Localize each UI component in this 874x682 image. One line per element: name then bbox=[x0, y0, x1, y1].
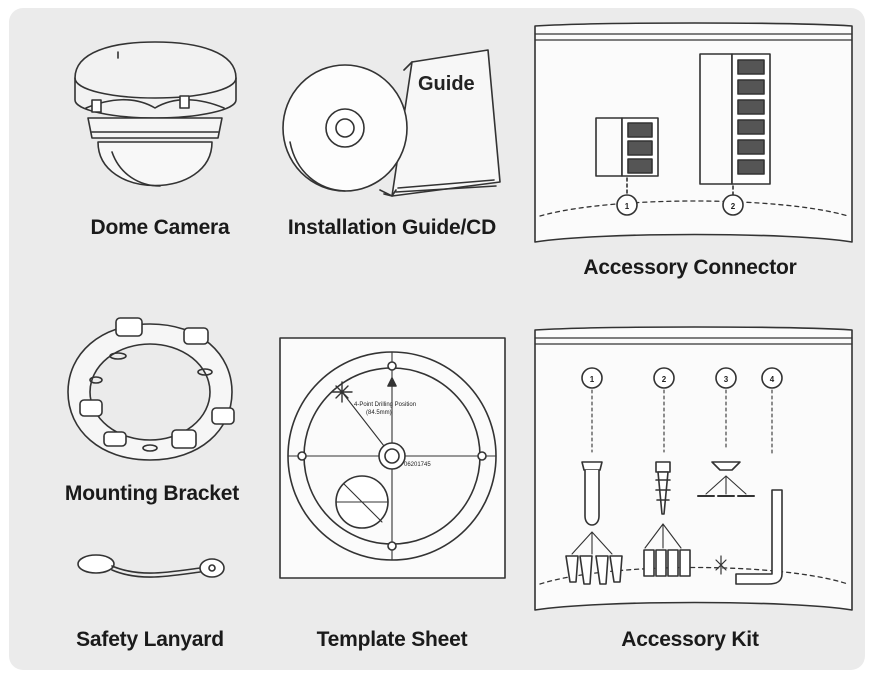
mounting-bracket-label: Mounting Bracket bbox=[64, 482, 240, 505]
template-note-line1: 4-Point Drilling Position bbox=[354, 402, 416, 408]
template-part-code: 06201745 bbox=[404, 462, 431, 468]
connector-marker-1: 1 bbox=[625, 202, 630, 211]
guide-cover-text: Guide bbox=[418, 73, 475, 95]
kit-marker-3: 3 bbox=[724, 375, 729, 384]
kit-marker-4: 4 bbox=[770, 375, 775, 384]
dome-camera-illustration bbox=[74, 41, 237, 187]
accessory-connector-label: Accessory Connector bbox=[583, 256, 797, 279]
dome-camera-label: Dome Camera bbox=[90, 216, 230, 239]
connector-marker-2: 2 bbox=[731, 202, 736, 211]
accessory-kit-label: Accessory Kit bbox=[621, 628, 759, 651]
installation-guide-cd-label: Installation Guide/CD bbox=[287, 216, 497, 239]
mounting-bracket-illustration bbox=[67, 317, 235, 461]
template-sheet-label: Template Sheet bbox=[316, 628, 468, 651]
safety-lanyard-illustration bbox=[77, 554, 225, 578]
installation-guide-and-cd-illustration bbox=[282, 49, 501, 197]
accessory-connector-bag-illustration bbox=[534, 22, 853, 243]
template-note-line2: (84.5mm) bbox=[366, 410, 392, 416]
template-sheet-illustration bbox=[279, 337, 506, 579]
kit-marker-2: 2 bbox=[662, 375, 667, 384]
safety-lanyard-label: Safety Lanyard bbox=[76, 628, 224, 651]
accessory-kit-bag-illustration bbox=[534, 326, 853, 611]
kit-marker-1: 1 bbox=[590, 375, 595, 384]
